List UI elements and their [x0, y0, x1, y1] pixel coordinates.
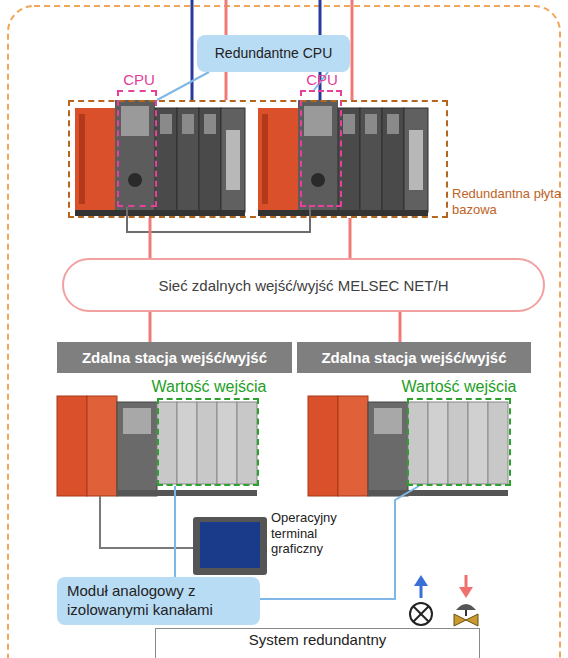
node-label: Wartość wejścia	[359, 377, 559, 396]
callout-box: Redundantne CPU	[197, 35, 350, 72]
node-label: System redundantny	[249, 631, 387, 648]
connector	[174, 486, 176, 577]
node-label: Redundantne CPU	[215, 45, 333, 63]
callout-box: Moduł analogowy z izolowanymi kanałami	[57, 577, 260, 625]
connector	[157, 72, 209, 100]
connector	[260, 486, 419, 599]
node-label: Zdalna stacja wejść/wyjść	[82, 349, 267, 366]
input-group: Wartość wejścia	[407, 398, 511, 486]
part-label: Operacyjny terminal graficzny	[271, 510, 357, 557]
connector	[349, 218, 352, 258]
station-bar: Zdalna stacja wejść/wyjść	[57, 342, 292, 373]
node-label: Redundantna płyta bazowa	[452, 186, 564, 219]
cpu-box: CPU	[117, 90, 157, 207]
node-label: Sieć zdalnych wejść/wyjść MELSEC NET/H	[158, 277, 448, 294]
node-label: Moduł analogowy z izolowanymi kanałami	[67, 582, 250, 620]
connector	[149, 218, 152, 258]
node-label: CPU	[292, 71, 352, 89]
node-label: Wartość wejścia	[109, 377, 309, 396]
network-band: Sieć zdalnych wejść/wyjść MELSEC NET/H	[62, 258, 545, 312]
station-bar: Zdalna stacja wejść/wyjść	[297, 342, 531, 373]
connector	[399, 312, 402, 342]
base-plate-region: Redundantna płyta bazowaCPUCPU	[68, 100, 448, 218]
cpu-box: CPU	[300, 90, 342, 207]
connector	[127, 207, 310, 232]
input-group: Wartość wejścia	[157, 398, 259, 486]
node-label: CPU	[109, 71, 169, 89]
system-box: System redundantny	[155, 628, 480, 658]
connector	[149, 312, 152, 342]
node-label: Zdalna stacja wejść/wyjść	[321, 349, 506, 366]
